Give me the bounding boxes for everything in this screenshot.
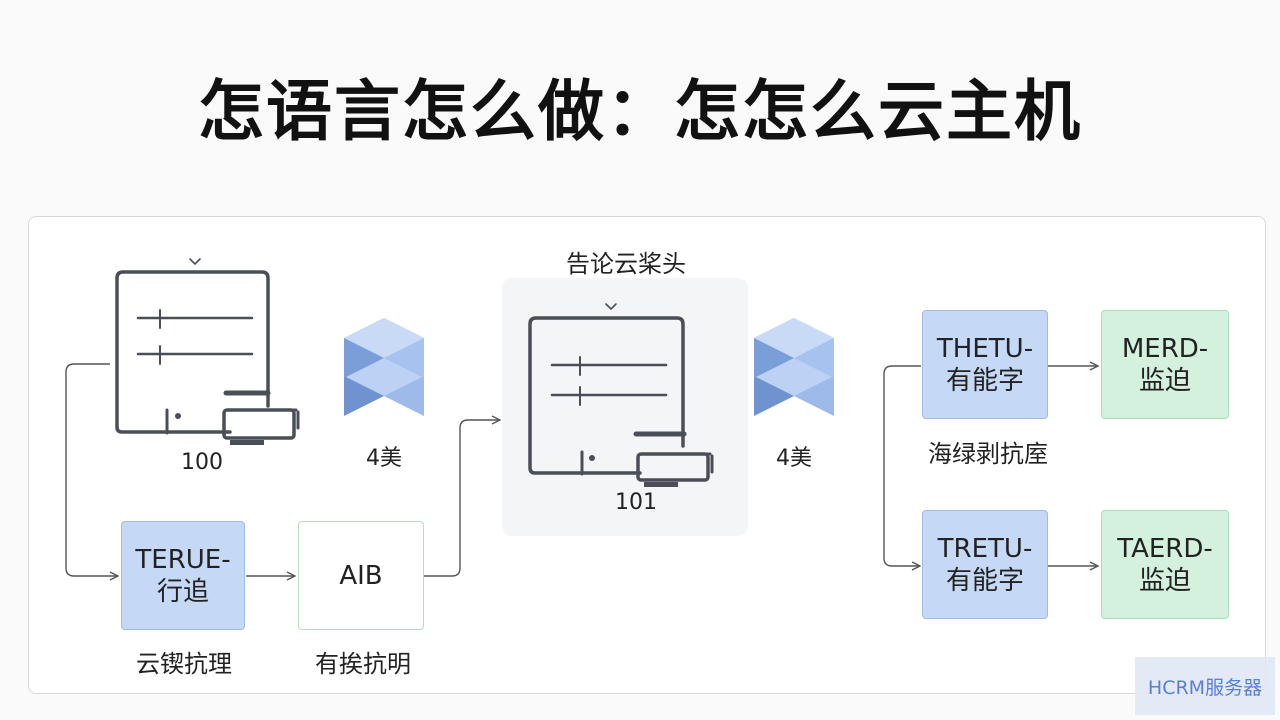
cloud-title: 告论云桨头	[566, 250, 686, 278]
thetu-box: THETU- 有能字	[922, 310, 1048, 419]
tretu-box: TRETU- 有能字	[922, 510, 1048, 619]
taerd-box: TAERD- 监迫	[1101, 510, 1229, 619]
page-title: 怎语言怎么做：怎怎么云主机	[198, 73, 1082, 150]
arrow-icon	[424, 420, 500, 577]
server-rack-icon	[528, 303, 714, 487]
terue-box: TERUE- 行追	[121, 521, 245, 630]
server-rack-icon	[115, 258, 300, 445]
thetu-caption: 海绿剥抗庢	[928, 440, 1048, 468]
merd-box: MERD- 监迫	[1101, 310, 1229, 419]
aib-caption: 有挨抗明	[315, 650, 411, 678]
terue-caption: 云锲抗理	[136, 650, 232, 678]
server-1-caption: 100	[181, 450, 223, 475]
server-2-caption: 101	[615, 490, 657, 515]
arrow-icon	[883, 365, 921, 566]
aib-box: AIB	[298, 521, 424, 630]
cube-stack-icon	[344, 318, 424, 416]
arrow-icon	[65, 363, 118, 576]
watermark: HCRM服务器	[1135, 657, 1275, 715]
cube-2-caption: 4美	[776, 446, 812, 471]
cube-1-caption: 4美	[366, 446, 402, 471]
cloud-area	[502, 278, 748, 536]
cube-stack-icon	[754, 318, 834, 416]
